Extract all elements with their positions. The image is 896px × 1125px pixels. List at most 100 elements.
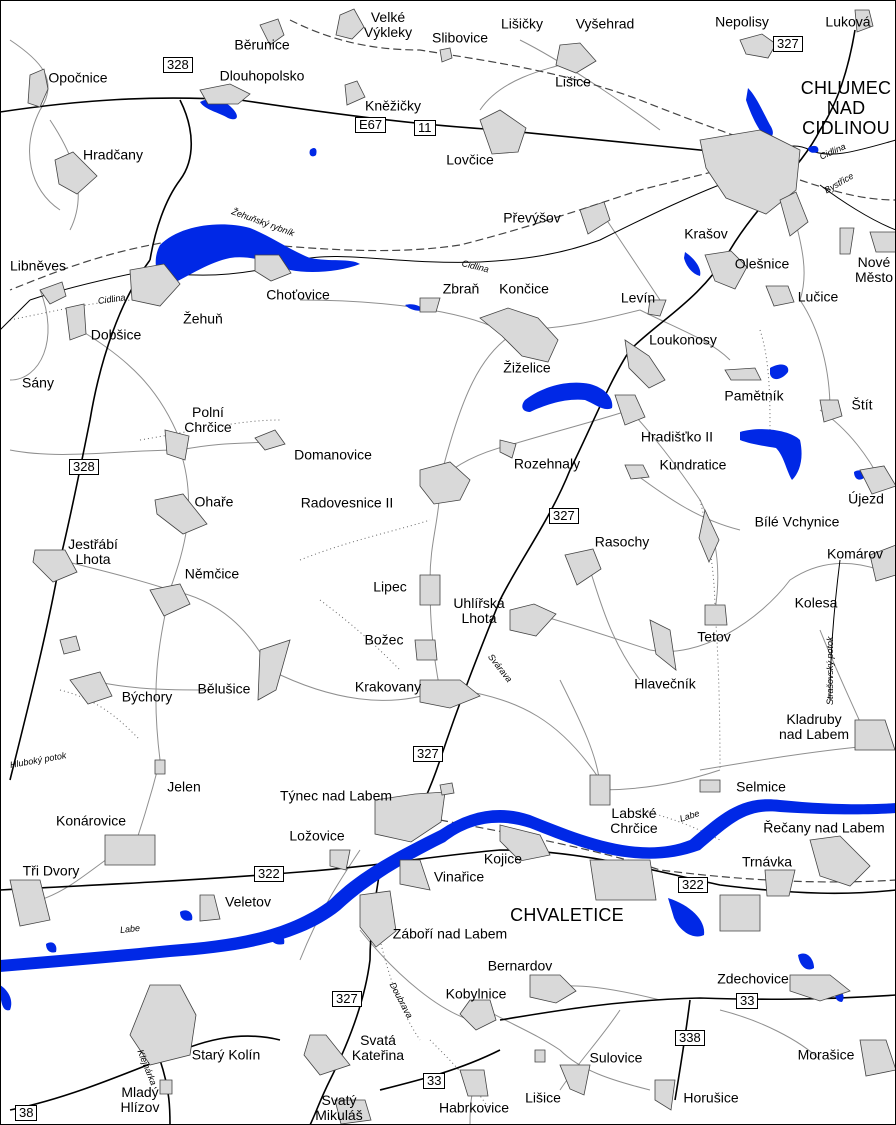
water-label: Labe	[119, 922, 141, 935]
town-label: Habrkovice	[438, 1099, 510, 1116]
town-label: Lipec	[373, 578, 407, 595]
road-shield: 33	[423, 1073, 446, 1089]
town-label: Štít	[851, 396, 873, 413]
town-label: Polní Chrčice	[184, 404, 232, 435]
town-label: Rozehnaly	[513, 455, 581, 472]
town-label: Kolesa	[794, 594, 838, 611]
road-shield: 328	[163, 57, 193, 73]
town-label: Zbraň	[442, 280, 480, 297]
town-label: Žehuň	[183, 310, 223, 327]
town-label: Záboří nad Labem	[392, 925, 508, 942]
major-town-label: CHLUMEC NAD CIDLINOU	[800, 78, 892, 138]
town-label: Němčice	[184, 565, 240, 582]
town-label: Trnávka	[741, 853, 793, 870]
town-label: Loukonosy	[649, 331, 717, 348]
town-label: Žiželice	[503, 359, 551, 376]
town-label: Lišice	[525, 1089, 561, 1106]
town-label: Morašice	[797, 1046, 855, 1063]
town-label: Tři Dvory	[22, 862, 80, 879]
road-shield: 322	[678, 877, 708, 893]
town-label: Labské Chrčice	[610, 805, 658, 836]
road-shield: 328	[69, 459, 99, 475]
town-label: Pamětník	[724, 387, 784, 404]
town-label: Starý Kolín	[191, 1046, 261, 1063]
town-label: Vinařice	[433, 868, 485, 885]
town-label: Hradčany	[83, 146, 143, 163]
town-label: Kojice	[483, 850, 523, 867]
town-label: Kobylnice	[445, 985, 507, 1002]
town-label: Lučice	[797, 288, 839, 305]
town-label: Opočnice	[48, 69, 108, 86]
town-label: Zdechovice	[717, 970, 789, 987]
water-label: Strašovský potok	[825, 636, 835, 705]
town-label: Dobšice	[90, 326, 142, 343]
town-label: Svatý Mikuláš	[315, 1092, 363, 1123]
town-label: Mladý Hlízov	[120, 1084, 160, 1115]
river-labe	[0, 799, 896, 972]
road-shield: 322	[254, 866, 284, 882]
town-label: Sány	[22, 374, 54, 391]
road-shield: 38	[15, 1105, 38, 1121]
town-label: Kněžičky	[364, 97, 422, 114]
road-shield: 327	[413, 746, 443, 762]
town-label: Lišice	[555, 73, 591, 90]
town-label: Končice	[499, 280, 549, 297]
town-label: Ohaře	[194, 493, 234, 510]
town-label: Býchory	[121, 688, 173, 705]
town-label: Kladruby nad Labem	[778, 711, 850, 742]
town-label: Krašov	[684, 225, 728, 242]
road-shield: 327	[773, 36, 803, 52]
town-label: Nepolisy	[715, 13, 769, 30]
town-label: Lovčice	[446, 151, 494, 168]
town-label: Svatá Kateřina	[351, 1032, 405, 1063]
town-label: Dlouhopolsko	[219, 67, 305, 84]
town-label: Komárov	[826, 545, 884, 562]
rivers-small	[0, 139, 896, 701]
town-label: Levín	[620, 289, 656, 306]
road-shield: 327	[332, 991, 362, 1007]
town-label: Sulovice	[589, 1049, 643, 1066]
town-label: Bernardov	[487, 957, 553, 974]
town-label: Bílé Vchynice	[754, 513, 840, 530]
town-label: Řečany nad Labem	[763, 819, 885, 836]
road-shield: 33	[736, 993, 759, 1009]
town-label: Krakovany	[354, 678, 422, 695]
town-label: Rasochy	[594, 533, 650, 550]
town-label: Újezd	[848, 490, 884, 507]
town-label: Jestřábí Lhota	[68, 536, 118, 567]
town-label: Bělušice	[197, 680, 251, 697]
road-shield: 327	[549, 508, 579, 524]
town-label: Kundratice	[659, 456, 727, 473]
town-label: Slibovice	[431, 29, 489, 46]
town-label: Domanovice	[294, 446, 372, 463]
town-label: Týnec nad Labem	[279, 787, 393, 804]
town-label: Choťovice	[266, 286, 330, 303]
town-label: Libněves	[9, 257, 67, 274]
town-label: Lišičky	[500, 15, 544, 32]
town-label: Převýšov	[503, 209, 561, 226]
town-label: Olešnice	[734, 255, 790, 272]
town-label: Jelen	[167, 778, 201, 795]
road-shield: 338	[675, 1030, 705, 1046]
town-label: Hlavečník	[634, 675, 696, 692]
town-label: Hradišťko II	[640, 428, 714, 445]
town-label: Konárovice	[55, 812, 127, 829]
town-label: Nové Město	[854, 254, 894, 285]
town-label: Horušice	[683, 1089, 739, 1106]
settlements	[9, 8, 896, 1125]
town-label: Uhlířská Lhota	[453, 595, 505, 626]
town-label: Božec	[364, 631, 404, 648]
town-label: Selmice	[736, 778, 786, 795]
town-label: Veletov	[225, 893, 271, 910]
town-label: Běrunice	[234, 36, 290, 53]
town-label: Ložovice	[289, 827, 345, 844]
town-label: Velké Výkleky	[363, 9, 413, 40]
road-shield: 11	[414, 120, 436, 136]
town-label: Radovesnice II	[300, 494, 394, 511]
town-label: Vyšehrad	[575, 15, 635, 32]
town-label: Tetov	[697, 628, 731, 645]
major-town-label: CHVALETICE	[510, 905, 624, 925]
road-shield: E67	[355, 117, 387, 133]
